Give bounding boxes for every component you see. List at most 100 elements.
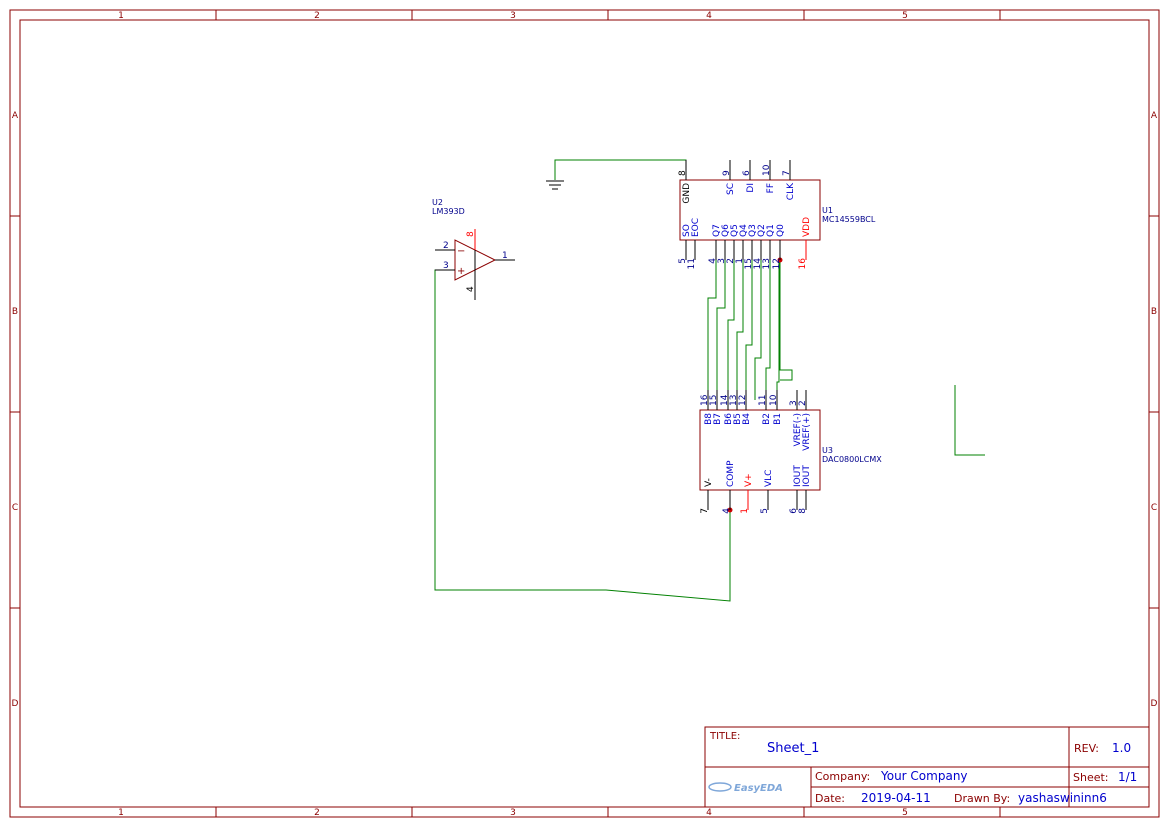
u1-pin-number: 2	[726, 258, 736, 264]
u1-pin-4[interactable]: 4Q7	[708, 224, 722, 264]
col-label: 4	[706, 808, 712, 818]
u3-pin-name: IOUT	[793, 465, 803, 487]
u1-pin-number: 3	[717, 258, 727, 264]
sheet-label: Sheet:	[1073, 771, 1109, 784]
u1-pin-number: 15	[744, 258, 754, 269]
wire-q7-b8	[707, 260, 717, 400]
wire-comp	[434, 269, 731, 602]
u3-pin-number: 12	[738, 395, 748, 406]
comparator-u2[interactable]: U2 LM393D − + 2 3 1 8 4	[432, 198, 515, 300]
u3-pin-name: B4	[742, 413, 752, 425]
u3-value: DAC0800LCMX	[822, 455, 882, 464]
u1-pin-6[interactable]: 6DI	[742, 160, 756, 193]
wire-q0-b1	[776, 260, 780, 400]
u3-pin-name: B8	[704, 413, 714, 425]
u3-pin-number: 14	[720, 394, 730, 406]
u3-pin-number: 7	[700, 508, 710, 514]
u1-pin-2[interactable]: 2Q5	[726, 224, 740, 264]
u1-pin-number: 12	[772, 258, 782, 269]
u1-pin-3[interactable]: 3 Q6	[717, 224, 731, 264]
wire-q4-b5	[736, 260, 744, 400]
u1-pin-number: 16	[798, 258, 808, 270]
easyeda-logo-icon: EasyEDA	[708, 782, 783, 794]
u3-pin-name: COMP	[726, 460, 736, 487]
u1-pin-name: FF	[766, 183, 776, 193]
u3-pin-number: 15	[709, 395, 719, 406]
u3-pin-name: V-	[704, 478, 714, 487]
u1-pin-1[interactable]: 1Q4	[735, 224, 749, 264]
date-label: Date:	[815, 792, 845, 805]
u1-pin-name: Q6	[721, 224, 731, 237]
u1-pin-number: 5	[678, 258, 688, 264]
u1-pin-name: DI	[746, 183, 756, 193]
sheet-value: 1/1	[1118, 770, 1137, 784]
frame-row-labels: A B C D A B C D	[12, 111, 1158, 709]
u2-ref: U2	[432, 198, 443, 207]
u1-pin-name: Q1	[766, 224, 776, 237]
date-value: 2019-04-11	[861, 791, 931, 805]
u1-pin-16[interactable]: 16 VDD	[798, 217, 812, 270]
u1-pin-number: 1	[735, 258, 745, 264]
u3-pin-1[interactable]: 1V+	[740, 473, 754, 513]
company-value: Your Company	[880, 769, 968, 783]
u1-pin-name: SO	[682, 224, 692, 237]
title-value: Sheet_1	[767, 741, 819, 756]
u2-pin-num: 3	[443, 261, 449, 271]
sheet-frame	[9, 9, 1160, 818]
u3-pin-7[interactable]: 7 V-	[700, 478, 714, 514]
ic-u3[interactable]: U3 DAC0800LCMX 16B815B714B613B512B411B21…	[699, 390, 882, 514]
logo-text: EasyEDA	[734, 783, 783, 794]
u1-pin-5[interactable]: 5 SO	[678, 224, 692, 264]
u1-pin-13[interactable]: 13 Q1	[762, 224, 776, 269]
company-label: Company:	[815, 770, 870, 783]
wire-q5-b6	[727, 260, 735, 400]
u1-value: MC14559BCL	[822, 215, 876, 224]
u3-pin-number: 5	[760, 508, 770, 514]
wire-q3-b4	[745, 260, 753, 400]
row-label: B	[1151, 307, 1157, 317]
u2-value: LM393D	[432, 207, 465, 216]
ground-icon	[546, 180, 564, 190]
row-label: C	[1151, 503, 1157, 513]
u1-pin-number: 11	[687, 258, 697, 269]
u1-pin-name: Q2	[757, 224, 767, 237]
u1-pin-11[interactable]: 11 EOC	[687, 218, 701, 270]
drawn-by-value: yashaswininn6	[1018, 791, 1107, 805]
col-label: 5	[902, 11, 908, 21]
u1-pin-name: EOC	[691, 218, 701, 237]
u1-pin-number: 13	[762, 258, 772, 269]
u3-pin-number: 16	[700, 394, 710, 406]
u3-body	[699, 409, 821, 491]
u3-top-pins: 16B815B714B613B512B411B210B13VREF(-)2VRE…	[700, 390, 812, 451]
u3-pin-name: VREF(-)	[793, 413, 803, 447]
row-label: A	[1151, 111, 1158, 121]
u2-minus: −	[457, 246, 465, 257]
u2-pin-num: 1	[502, 251, 508, 261]
u3-pin-name: B7	[713, 413, 723, 425]
u1-pin-9[interactable]: 9SC	[722, 160, 736, 195]
col-label: 4	[706, 11, 712, 21]
u1-pin-name: VDD	[802, 217, 812, 237]
